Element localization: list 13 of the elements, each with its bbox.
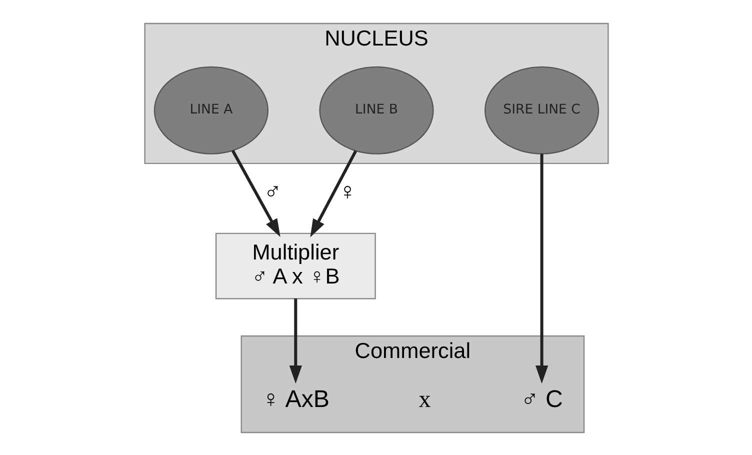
node-ellipse: SIRE LINE C: [484, 66, 599, 154]
node-box: Multiplier ♂ A x ♀B: [214, 232, 376, 299]
edge-label: ♂: [263, 178, 282, 206]
node-ellipse: LINE A: [153, 66, 268, 154]
arrow: [534, 153, 548, 384]
arrow: [230, 149, 280, 237]
node-text: ♂ C: [520, 386, 562, 413]
node-text: x: [418, 386, 430, 413]
node-ellipse: LINE B: [318, 66, 434, 154]
node-text: ♀ AxB: [261, 386, 330, 413]
arrow: [288, 298, 302, 384]
arrow: [310, 150, 357, 237]
edge-label: ♀: [338, 178, 356, 206]
